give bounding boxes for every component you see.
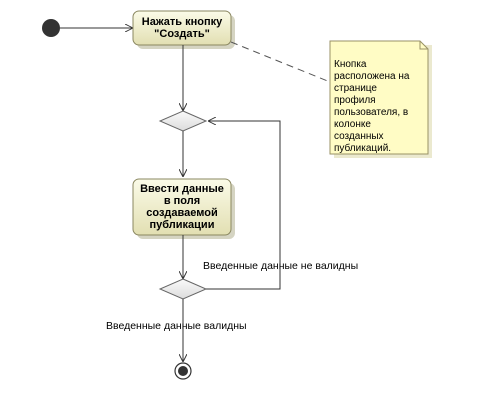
activity-press-create-label: Нажать кнопку "Создать" bbox=[141, 16, 223, 40]
guard-invalid-label: Введенные данные не валидны bbox=[203, 260, 359, 272]
note-anchor bbox=[230, 41, 331, 83]
decision-node bbox=[158, 278, 208, 300]
note-box bbox=[329, 40, 429, 155]
merge-node bbox=[158, 110, 208, 132]
activity-enter-data bbox=[132, 178, 232, 236]
note-text: Кнопка расположена на странице профиля п… bbox=[334, 59, 410, 154]
initial-node bbox=[42, 19, 60, 37]
activity-enter-data-label: Ввести данные в поля создаваемой публика… bbox=[140, 183, 224, 231]
activity-press-create bbox=[132, 10, 232, 46]
flow-invalid-loop bbox=[206, 121, 281, 290]
guard-valid-label: Введенные данные валидны bbox=[106, 320, 247, 332]
